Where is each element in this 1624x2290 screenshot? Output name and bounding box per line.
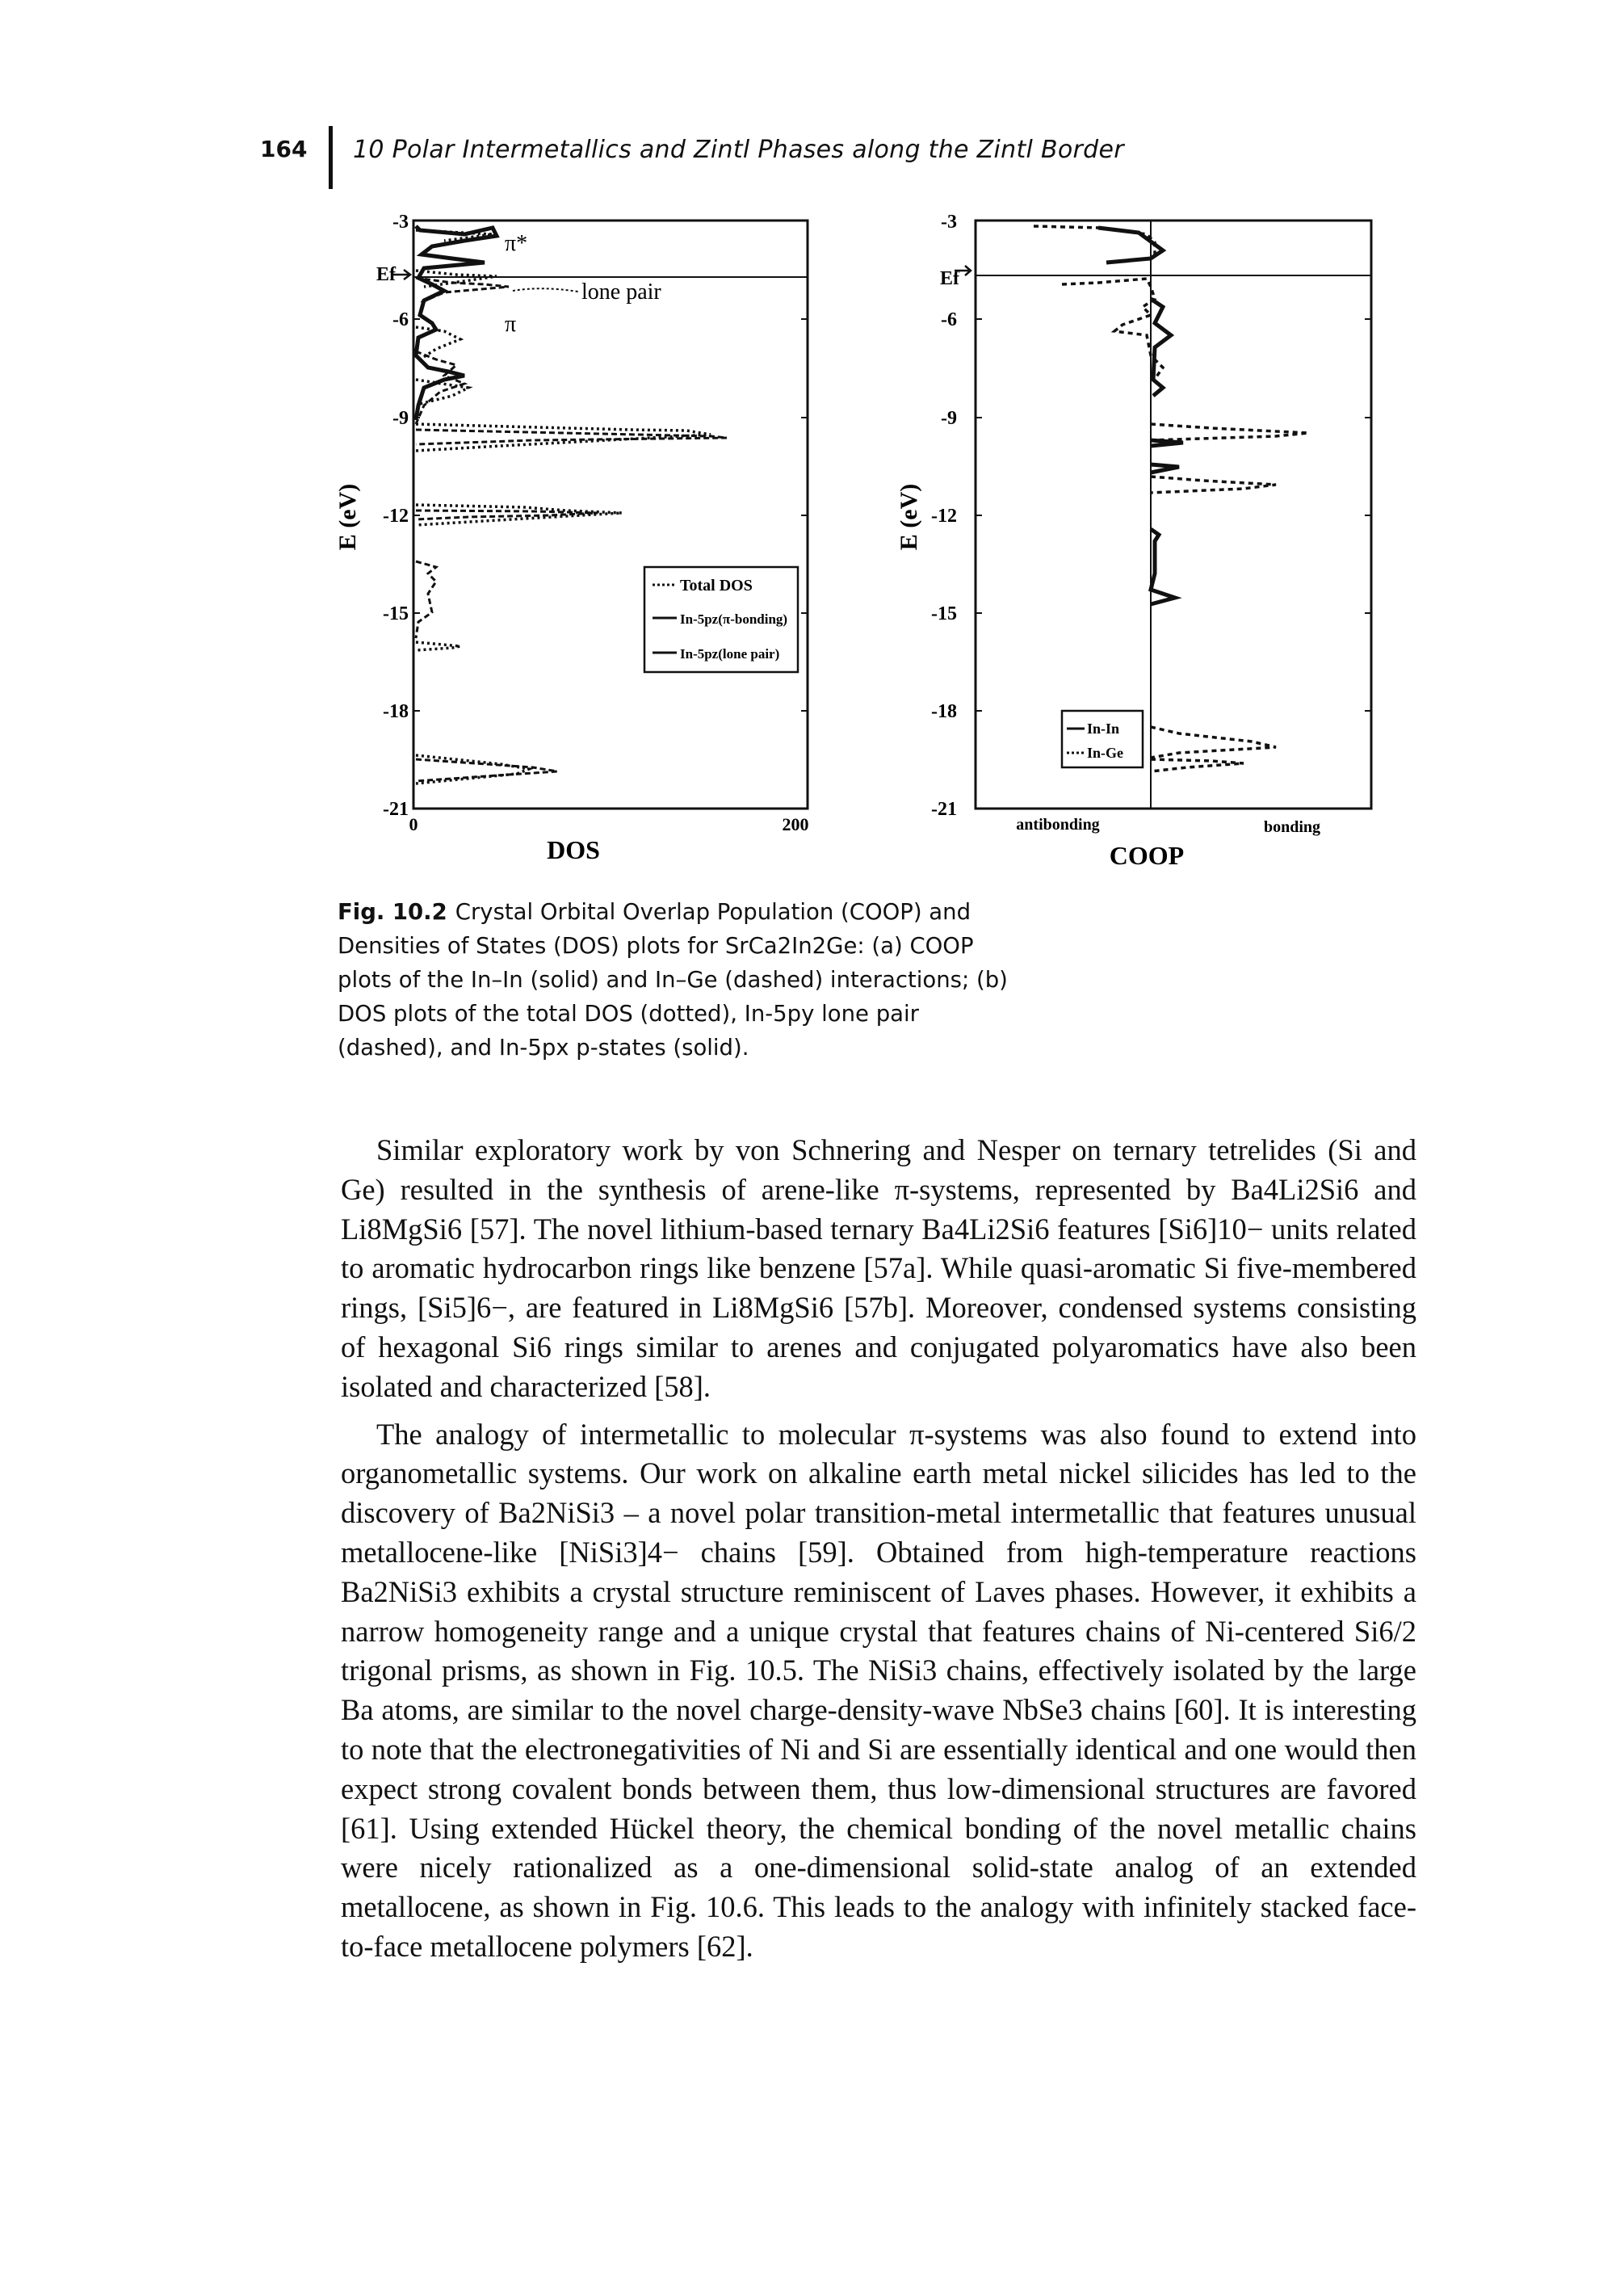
dos-ytick: -9 bbox=[392, 408, 409, 429]
coop-ytick: -18 bbox=[931, 701, 957, 722]
dos-ytick: -12 bbox=[383, 506, 409, 527]
dos-curve-solid bbox=[413, 225, 500, 421]
coop-ylabel: E (eV) bbox=[896, 484, 922, 550]
dos-annotation-lone-pair: lone pair bbox=[581, 279, 661, 305]
dos-curve-dashed bbox=[414, 276, 728, 783]
coop-curve-in-ge bbox=[1033, 225, 1309, 773]
coop-legend-in-ge: In-Ge bbox=[1087, 745, 1123, 761]
dos-legend-total: Total DOS bbox=[680, 577, 753, 595]
coop-legend: In-In In-Ge bbox=[1067, 721, 1123, 761]
coop-right-label: bonding bbox=[1264, 818, 1320, 836]
paragraph: Similar exploratory work by von Schnerin… bbox=[341, 1133, 1416, 1403]
coop-panel: -3 -6 -9 -12 -15 -18 -21 Ef E (eV) antib… bbox=[896, 212, 1373, 870]
coop-frame bbox=[974, 219, 1373, 810]
coop-ytick: -15 bbox=[931, 603, 957, 624]
body-text: Similar exploratory work by von Schnerin… bbox=[341, 1131, 1416, 1975]
header-rule bbox=[329, 126, 333, 189]
coop-curve-in-in bbox=[1097, 225, 1184, 607]
dos-ytick: -18 bbox=[383, 701, 409, 722]
coop-ytick: -3 bbox=[941, 212, 957, 233]
paragraph: The analogy of intermetallic to molecula… bbox=[341, 1417, 1416, 1963]
dos-xtick: 0 bbox=[409, 814, 418, 834]
coop-ef-label: Ef bbox=[940, 268, 960, 289]
dos-legend-in5pz-lone: In-5pz(lone pair) bbox=[680, 646, 779, 662]
dos-legend-box bbox=[643, 565, 799, 674]
dos-ytick: -15 bbox=[383, 603, 409, 624]
dos-annotation-pi: π bbox=[505, 312, 516, 337]
dos-ef-arrow bbox=[392, 269, 413, 280]
figure-10-2: -3 -6 -9 -12 -15 -18 -21 Ef E (eV) 0 200… bbox=[323, 194, 1373, 897]
running-title: 10 Polar Intermetallics and Zintl Phases… bbox=[353, 136, 1124, 164]
dos-annotation-pi-star: π* bbox=[505, 231, 527, 256]
coop-xlabel: COOP bbox=[1110, 841, 1184, 870]
dos-ylabel: E (eV) bbox=[334, 484, 361, 550]
dos-xlabel: DOS bbox=[547, 835, 600, 864]
dos-legend-in5pz-pi: In-5pz(π-bonding) bbox=[680, 611, 787, 627]
coop-ytick: -12 bbox=[931, 506, 957, 527]
coop-legend-box bbox=[1060, 709, 1144, 769]
caption-text: Crystal Orbital Overlap Population (COOP… bbox=[338, 899, 1008, 1061]
coop-ytick: -9 bbox=[941, 408, 957, 429]
dos-curve-dotted bbox=[415, 229, 711, 785]
dos-xtick: 200 bbox=[783, 814, 809, 834]
caption-label: Fig. 10.2 bbox=[338, 899, 447, 925]
dos-ytick: -6 bbox=[392, 309, 409, 330]
dos-panel: -3 -6 -9 -12 -15 -18 -21 Ef E (eV) 0 200… bbox=[334, 212, 809, 864]
dos-legend: Total DOS In-5pz(π-bonding) In-5pz(lone … bbox=[653, 577, 787, 662]
coop-legend-in-in: In-In bbox=[1087, 721, 1119, 737]
dos-ytick: -3 bbox=[392, 212, 409, 233]
coop-ytick: -21 bbox=[931, 799, 957, 820]
coop-ytick: -6 bbox=[941, 309, 957, 330]
dos-lone-pair-leader bbox=[512, 288, 579, 292]
coop-left-label: antibonding bbox=[1016, 816, 1099, 834]
coop-ef-arrow bbox=[955, 265, 972, 276]
dos-frame bbox=[412, 219, 809, 810]
dos-ytick: -21 bbox=[383, 799, 409, 820]
page-number: 164 bbox=[260, 136, 308, 162]
